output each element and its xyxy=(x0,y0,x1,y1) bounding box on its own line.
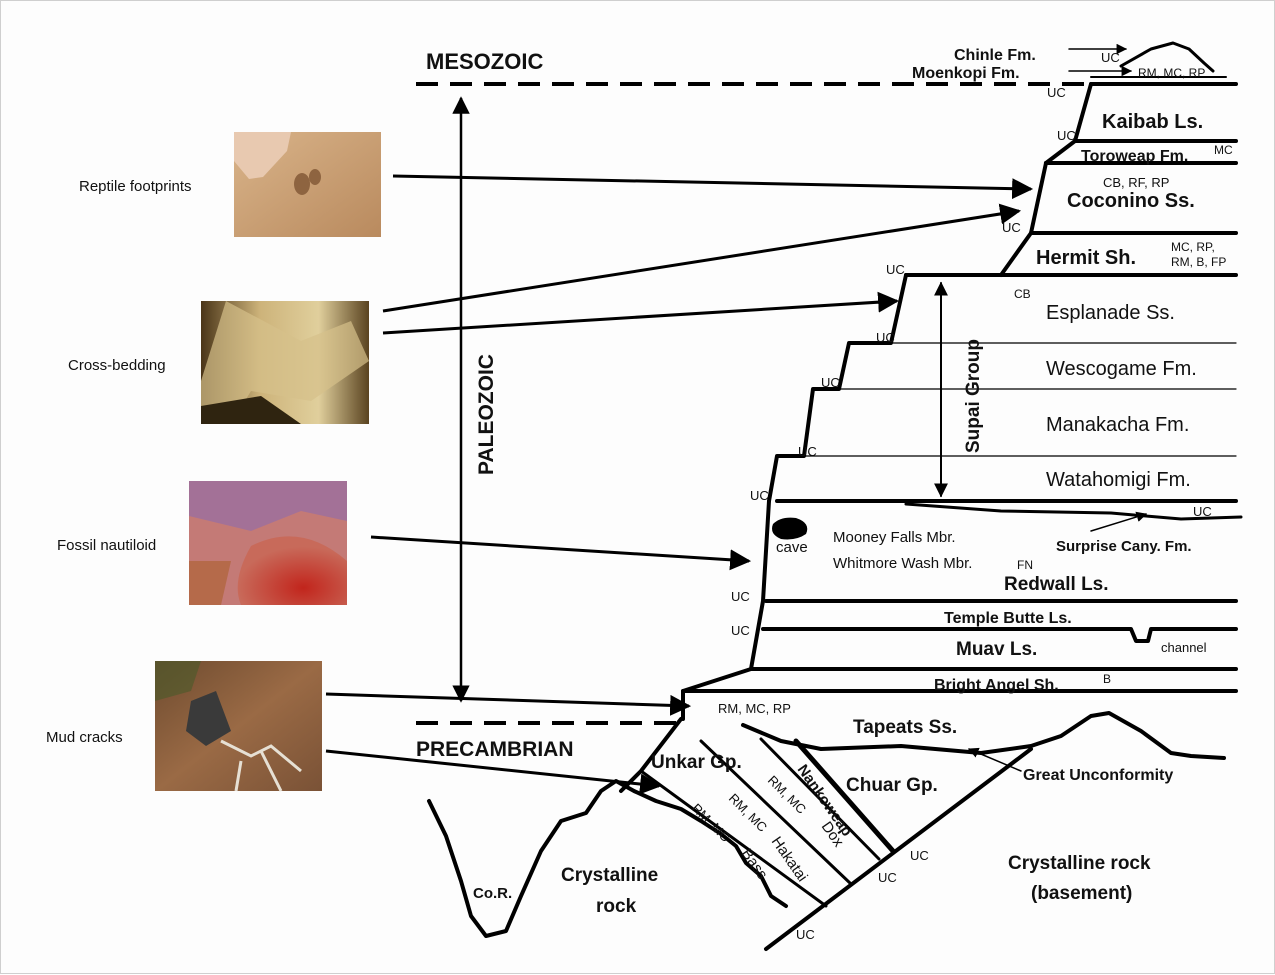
bright-angel-codes: B xyxy=(1103,672,1111,686)
uc-temple-butte: UC xyxy=(731,623,750,638)
uc-kaibab: UC xyxy=(1057,128,1076,143)
mooney-falls-label: Mooney Falls Mbr. xyxy=(833,529,956,546)
toroweap-label: Toroweap Fm. xyxy=(1081,148,1188,165)
watahomigi-label: Watahomigi Fm. xyxy=(1046,469,1191,491)
uc-chuar: UC xyxy=(910,848,929,863)
bass-label: Bass xyxy=(738,846,771,883)
uc-nankoweap: UC xyxy=(878,870,897,885)
whitmore-codes: FN xyxy=(1017,558,1033,572)
paleozoic-label: PALEOZOIC xyxy=(475,354,498,475)
cross-bedding-label: Cross-bedding xyxy=(68,357,166,374)
cave-icon xyxy=(772,518,807,540)
cross-bedding-arrow-coconino xyxy=(383,211,1019,311)
moenkopi-label: Moenkopi Fm. xyxy=(912,65,1020,82)
channel-label: channel xyxy=(1161,640,1207,655)
fossil-nautiloid-label: Fossil nautiloid xyxy=(57,537,156,554)
mesozoic-label: MESOZOIC xyxy=(426,49,543,74)
redwall-label: Redwall Ls. xyxy=(1004,574,1109,595)
fossil-nautiloid-photo xyxy=(189,481,347,605)
mud-cracks-photo xyxy=(155,661,322,791)
colorado-river-label: Co.R. xyxy=(473,885,512,902)
uc-surprise: UC xyxy=(1193,504,1212,519)
mud-cracks-arrow-tapeats xyxy=(326,694,689,706)
basement-label-2: (basement) xyxy=(1031,883,1132,904)
esplanade-codes: CB xyxy=(1014,287,1031,301)
esplanade-label: Esplanade Ss. xyxy=(1046,302,1175,324)
surprise-canyon-label: Surprise Cany. Fm. xyxy=(1056,538,1192,555)
evidence-arrows xyxy=(326,176,1031,786)
uc-redwall: UC xyxy=(731,589,750,604)
supai-group-label: Supai Group xyxy=(963,339,984,453)
tapeats-label: Tapeats Ss. xyxy=(853,717,957,738)
toroweap-codes: MC xyxy=(1214,143,1233,157)
nautiloid-arrow xyxy=(371,537,749,561)
muav-label: Muav Ls. xyxy=(956,639,1037,660)
chuar-label: Chuar Gp. xyxy=(846,775,938,796)
footprints-arrow xyxy=(393,176,1031,189)
uc-moenkopi: UC xyxy=(1047,85,1066,100)
bright-angel-label: Bright Angel Sh. xyxy=(934,677,1059,694)
manakacha-label: Manakacha Fm. xyxy=(1046,414,1189,436)
reptile-footprints-label: Reptile footprints xyxy=(79,178,192,195)
hakatai-codes: RM, MC xyxy=(726,791,770,835)
uc-hermit: UC xyxy=(886,262,905,277)
wescogame-label: Wescogame Fm. xyxy=(1046,358,1197,380)
hermit-codes-2: RM, B, FP xyxy=(1171,255,1226,269)
uc-coconino: UC xyxy=(1002,220,1021,235)
uc-watahomigi: UC xyxy=(750,488,769,503)
coconino-label: Coconino Ss. xyxy=(1067,190,1195,212)
uc-esplanade: UC xyxy=(876,330,895,345)
hermit-label: Hermit Sh. xyxy=(1036,247,1136,269)
great-unconformity-label: Great Unconformity xyxy=(1023,767,1173,784)
precambrian-label: PRECAMBRIAN xyxy=(416,738,574,761)
bass-codes: RM, MC xyxy=(689,801,733,845)
basement-label-1: Crystalline rock xyxy=(1008,853,1151,874)
crystalline-rock-label-1: Crystalline xyxy=(561,865,658,886)
uc-base: UC xyxy=(796,927,815,942)
kaibab-label: Kaibab Ls. xyxy=(1102,111,1203,133)
uc-manakacha: UC xyxy=(798,444,817,459)
temple-butte-label: Temple Butte Ls. xyxy=(944,610,1072,627)
reptile-footprints-photo xyxy=(234,132,381,237)
moenkopi-codes: RM, MC, RP xyxy=(1138,66,1205,80)
tapeats-codes: RM, MC, RP xyxy=(718,701,791,716)
uc-wescogame: UC xyxy=(821,375,840,390)
hermit-codes-1: MC, RP, xyxy=(1171,240,1215,254)
cave-label: cave xyxy=(776,539,808,556)
cross-bedding-photo xyxy=(201,301,369,424)
coconino-codes: CB, RF, RP xyxy=(1103,175,1169,190)
uc-chinle: UC xyxy=(1101,50,1120,65)
chinle-label: Chinle Fm. xyxy=(954,47,1036,64)
unkar-label: Unkar Gp. xyxy=(651,752,742,773)
whitmore-wash-label: Whitmore Wash Mbr. xyxy=(833,555,972,572)
crystalline-rock-label-2: rock xyxy=(596,896,637,917)
mud-cracks-label: Mud cracks xyxy=(46,729,123,746)
